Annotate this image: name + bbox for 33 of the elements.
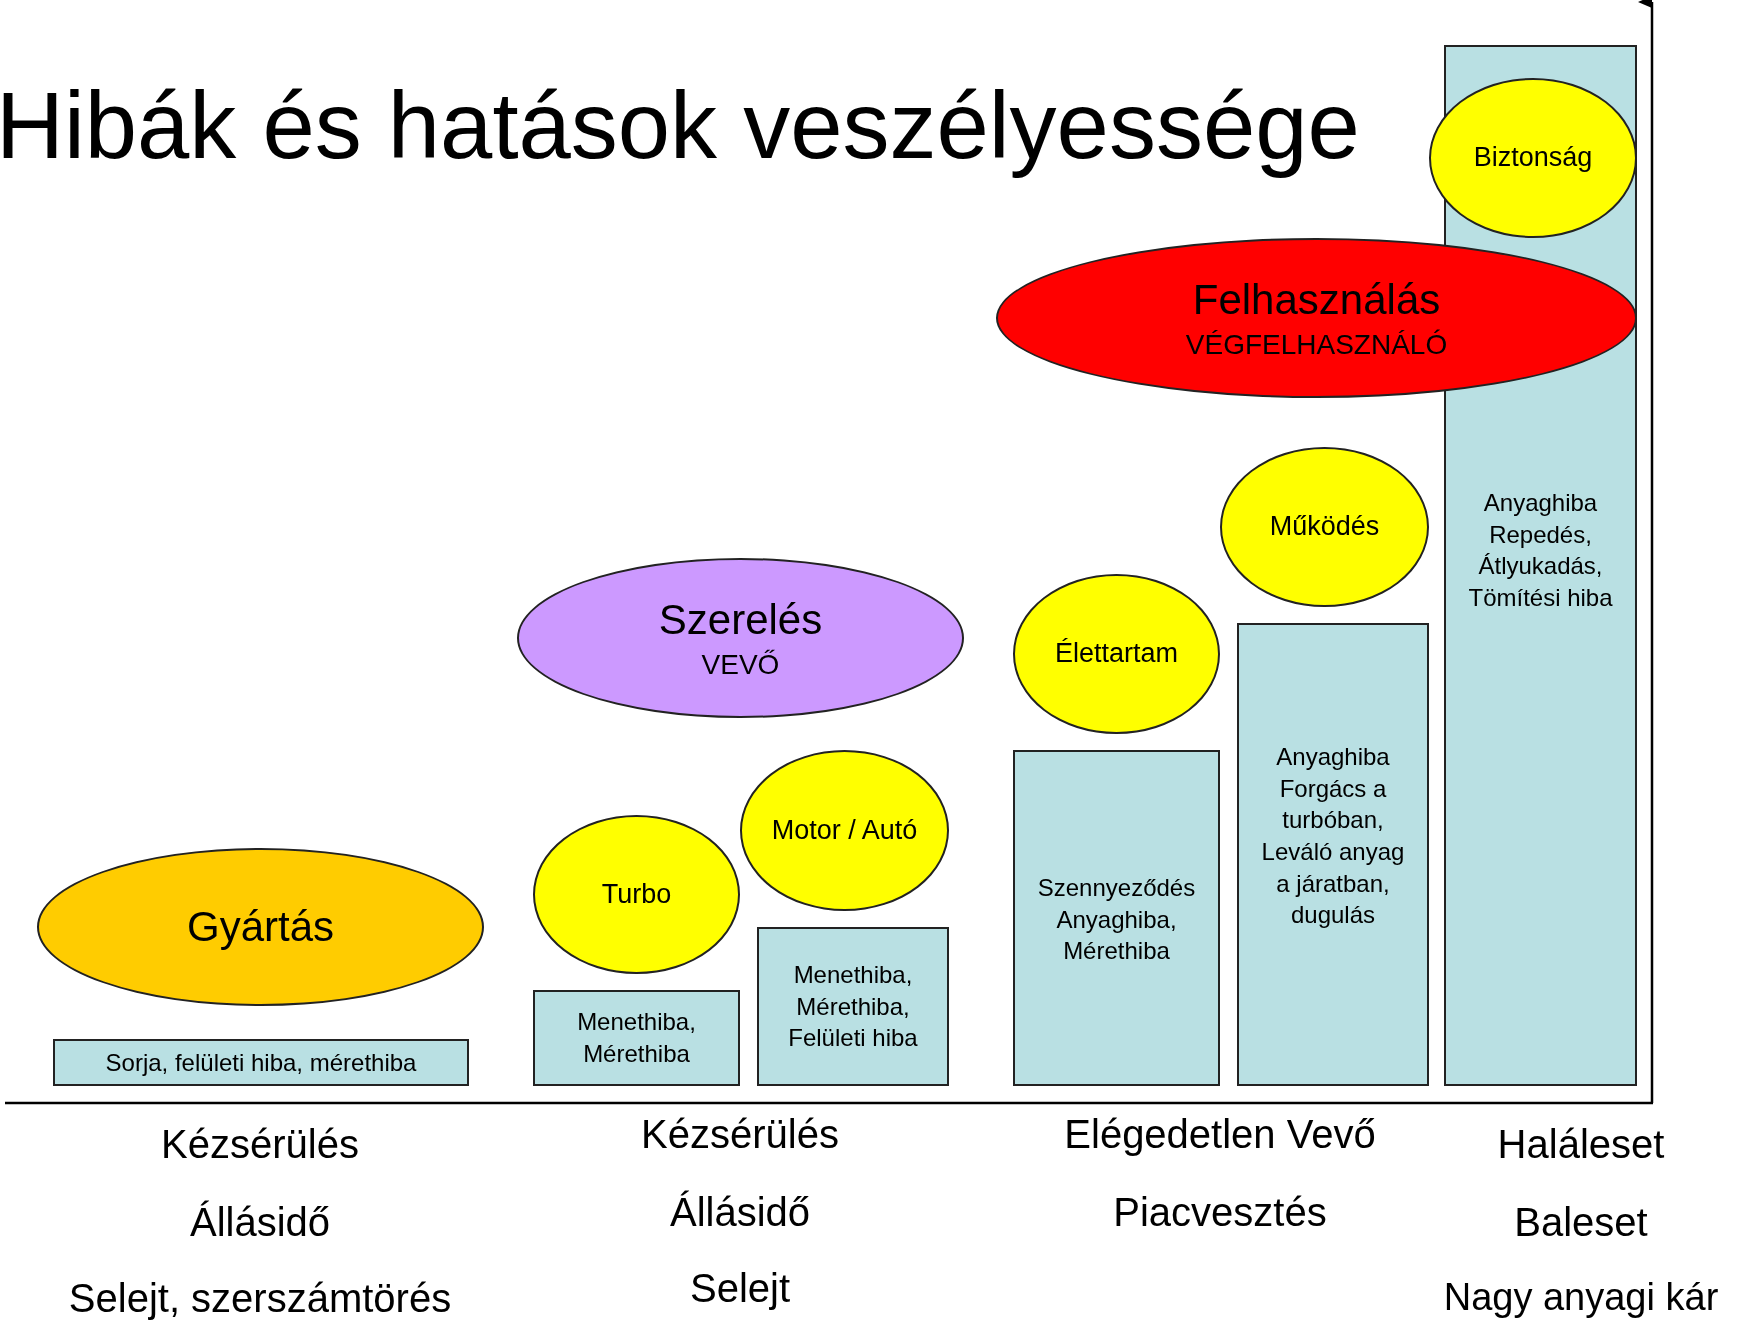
node-label: Szennyeződés Anyaghiba, Mérethiba (1036, 873, 1197, 967)
node-label: Felhasználás (1192, 274, 1441, 325)
consequence-label: Haláleset (1497, 1122, 1665, 1167)
node-label: Turbo (601, 877, 672, 911)
consequence-label: Nagy anyagi kár (1443, 1276, 1719, 1319)
node-label: Élettartam (1054, 637, 1178, 671)
node-label: Gyártás (186, 902, 334, 953)
node-label: Szerelés (658, 594, 823, 645)
consequence-label: Selejt (689, 1266, 791, 1311)
defect-box (1237, 623, 1429, 1086)
defect-box (53, 1039, 469, 1086)
node-label: Anyaghiba Forgács a turbóban, Leváló anyag a járatban, dugulás (1260, 742, 1406, 931)
node-sublabel: VÉGFELHASZNÁLÓ (1185, 328, 1448, 363)
consequence-label: Kézsérülés (641, 1112, 839, 1157)
title: Hibák és hatások veszélyessége (0, 72, 1360, 180)
node-label: Sorja, felületi hiba, mérethiba (105, 1047, 417, 1078)
consequence-label: Elégedetlen Vevő (1064, 1112, 1376, 1157)
consequence-label: Állásidő (669, 1190, 811, 1235)
node-label: Menethiba, Mérethiba (576, 1007, 697, 1069)
consequence-label: Állásidő (189, 1200, 331, 1245)
node-label: Motor / Autó (771, 813, 918, 847)
defect-box (533, 990, 740, 1086)
node-label: Működés (1269, 510, 1380, 544)
node-sublabel: VEVŐ (701, 648, 780, 683)
defect-box (1013, 750, 1220, 1086)
node-label: Menethiba, Mérethiba, Felületi hiba (787, 960, 919, 1054)
consequence-label: Kézsérülés (161, 1122, 359, 1167)
defect-box (757, 927, 949, 1086)
node-label: Biztonság (1473, 141, 1593, 175)
consequence-label: Selejt, szerszámtörés (68, 1276, 452, 1321)
consequence-label: Piacvesztés (1113, 1190, 1327, 1235)
consequence-label: Baleset (1514, 1200, 1648, 1245)
node-label: Anyaghiba Repedés, Átlyukadás, Tömítési hiba (1467, 488, 1614, 613)
